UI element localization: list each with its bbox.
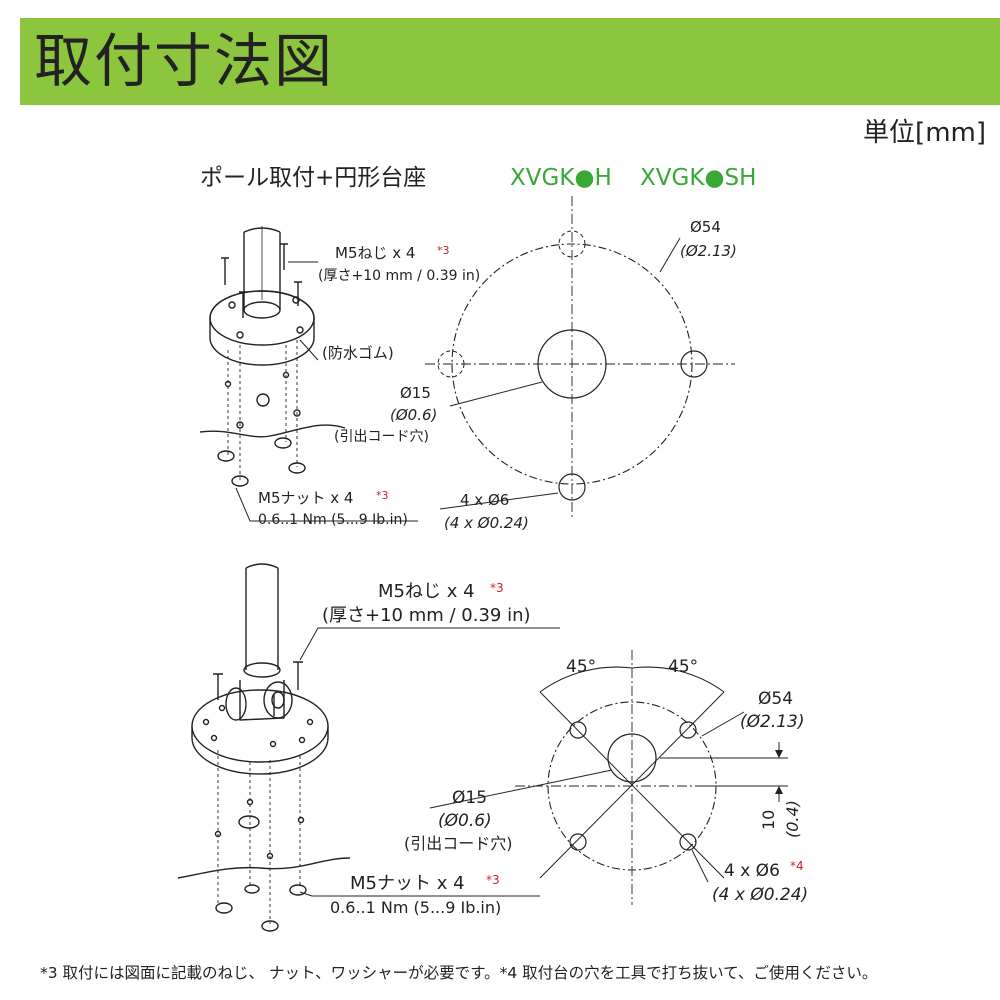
bottom-d15-in: (Ø0.6): [438, 811, 492, 831]
top-nut-torque: 0.6..1 Nm (5...9 Ib.in): [258, 512, 408, 528]
top-screw-mark: *3: [437, 244, 450, 257]
top-screw-label: M5ねじ x 4: [335, 244, 415, 262]
offset-value: 10: [759, 810, 778, 830]
bottom-screw-mark: *3: [490, 581, 504, 595]
top-d15: Ø15: [400, 384, 431, 402]
offset-value-in: (0.4): [783, 800, 802, 838]
bottom-nut-torque: 0.6..1 Nm (5...9 Ib.in): [330, 898, 501, 917]
bottom-holes: 4 x Ø6: [724, 861, 780, 881]
top-d54: Ø54: [690, 218, 721, 236]
top-d54-in: (Ø2.13): [680, 242, 737, 260]
page-title: 取付寸法図: [34, 27, 335, 95]
bottom-circle-plan: [429, 650, 788, 905]
top-circle-plan: [425, 196, 735, 520]
bottom-holes-mark: *4: [790, 859, 804, 873]
unit-label: 単位[mm]: [863, 118, 986, 148]
model-xvgk-sh: XVGK●SH: [640, 165, 756, 191]
top-nut-mark: *3: [376, 489, 389, 502]
top-d15-in: (Ø0.6): [390, 406, 437, 424]
top-cord-hole: (引出コード穴): [334, 429, 429, 445]
bottom-screw-sub: (厚さ+10 mm / 0.39 in): [322, 605, 531, 626]
top-nut-label: M5ナット x 4: [258, 489, 353, 507]
bottom-cord-hole: (引出コード穴): [404, 834, 513, 853]
angle-right: 45°: [668, 657, 698, 677]
bottom-nut-label: M5ナット x 4: [350, 873, 465, 894]
bottom-d54: Ø54: [758, 689, 793, 709]
bottom-exploded-view: [177, 563, 351, 932]
top-heading: ポール取付+円形台座: [200, 165, 426, 191]
footnote: *3 取付には図面に記載のねじ、 ナット、ワッシャーが必要です。*4 取付台の穴…: [40, 964, 877, 982]
bottom-d15: Ø15: [452, 788, 487, 808]
top-gasket-label: (防水ゴム): [322, 344, 394, 362]
top-holes-in: (4 x Ø0.24): [444, 514, 529, 532]
title-banner: 取付寸法図: [20, 18, 1000, 105]
angle-left: 45°: [566, 657, 596, 677]
top-exploded-view: [199, 226, 346, 487]
bottom-screw-label: M5ねじ x 4: [378, 581, 475, 602]
bottom-holes-in: (4 x Ø0.24): [712, 885, 808, 905]
model-xvgk-h: XVGK●H: [510, 165, 612, 191]
top-holes: 4 x Ø6: [460, 491, 509, 509]
bottom-nut-mark: *3: [486, 873, 500, 887]
bottom-d54-in: (Ø2.13): [740, 712, 805, 732]
top-screw-sub: (厚さ+10 mm / 0.39 in): [318, 268, 480, 284]
